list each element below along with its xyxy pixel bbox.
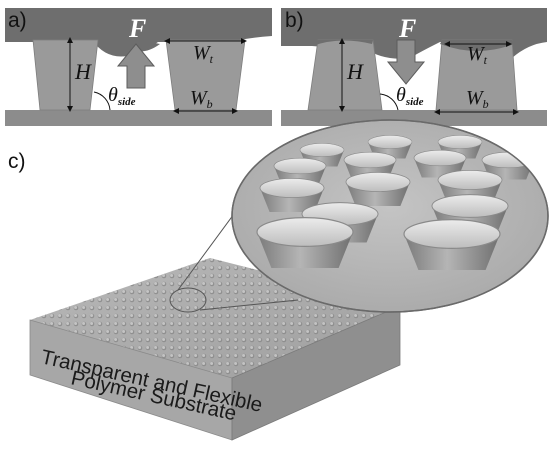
bottom-width-label-a: Wb (190, 87, 213, 111)
substrate-right-face (231, 305, 401, 441)
panel-label-b: b) (285, 9, 304, 32)
side-angle-label-a: θside (108, 84, 136, 108)
base-substrate-a (5, 110, 272, 126)
top-width-label-a: Wt (193, 42, 214, 66)
magnified-view (231, 119, 549, 313)
side-angle-arc-a (93, 91, 111, 111)
force-label-b: F (398, 14, 416, 43)
force-arrow-down (386, 39, 426, 85)
pillar-b-left (307, 39, 383, 111)
side-angle-label-b: θside (396, 84, 424, 108)
zoom-leader-bottom (199, 299, 299, 311)
top-width-label-b: Wt (467, 43, 488, 67)
zoom-region-marker (169, 287, 207, 313)
panel-a: H Wt Wb θside F a) (5, 8, 272, 126)
side-angle-arc-b (379, 93, 399, 111)
height-label-a: H (74, 59, 92, 84)
magnified-pillars (256, 135, 535, 270)
panel-label-c: c) (8, 150, 26, 173)
height-label-b: H (346, 59, 364, 84)
force-arrow-up (116, 43, 156, 89)
force-label-a: F (128, 14, 146, 43)
bottom-width-label-b: Wb (466, 87, 489, 111)
pillar-b-left-cap (312, 40, 373, 46)
contact-surface-a-dip (92, 40, 158, 57)
panel-c: c) (8, 119, 549, 441)
panel-b: H Wt Wb θside F b) (281, 8, 547, 126)
pillar-a-left (32, 39, 99, 111)
panel-label-a: a) (8, 9, 27, 32)
